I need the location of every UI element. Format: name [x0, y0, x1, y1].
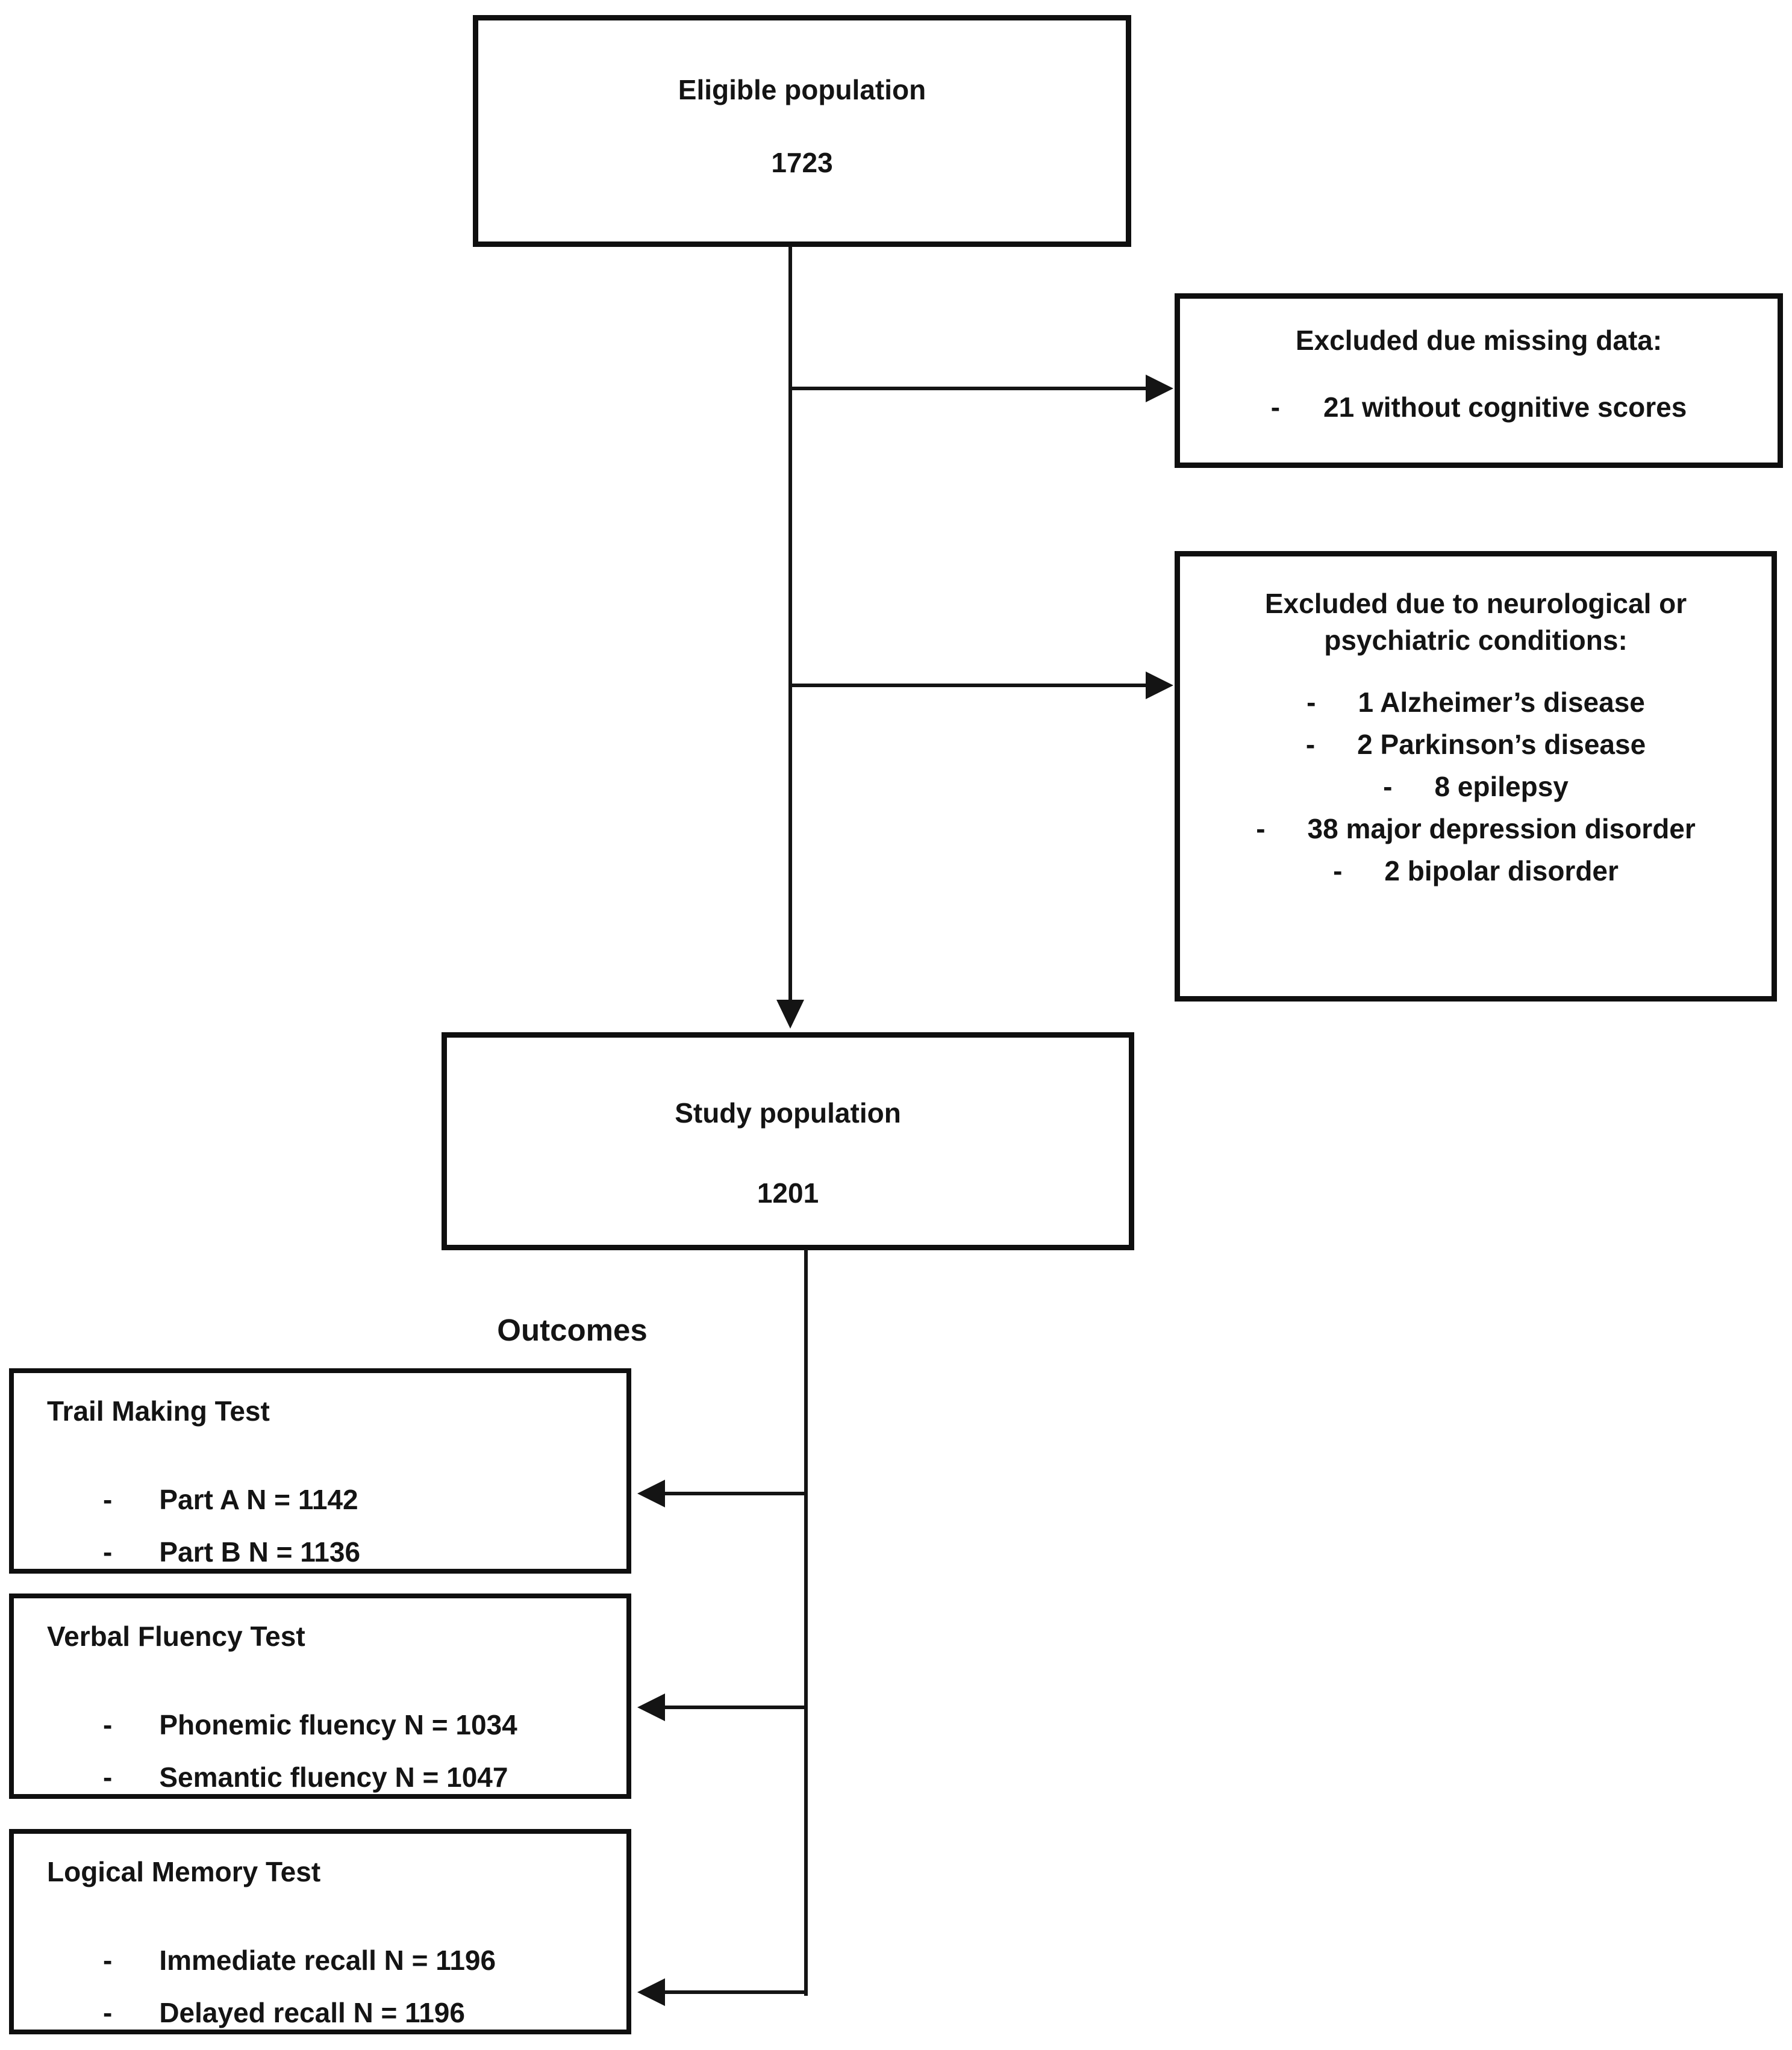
- connector-study-to-outcomes: [804, 1249, 808, 1996]
- bullet-dash: -: [103, 1536, 113, 1568]
- excluded-conditions-box: Excluded due to neurological or psychiat…: [1175, 551, 1777, 1002]
- connector-to-verbal-fluency: [665, 1706, 805, 1709]
- logical-memory-test-title: Logical Memory Test: [47, 1856, 321, 1887]
- excluded-conditions-item: - 8 epilepsy: [1256, 765, 1696, 808]
- logical-memory-test-item-text: Delayed recall N = 1196: [159, 1997, 465, 2029]
- bullet-dash: -: [103, 1709, 113, 1741]
- trail-making-test-box: Trail Making Test - Part A N = 1142 - Pa…: [9, 1368, 631, 1574]
- connector-to-trail-making: [665, 1492, 805, 1495]
- logical-memory-test-list: - Immediate recall N = 1196 - Delayed re…: [47, 1944, 614, 2030]
- excluded-conditions-item: - 2 bipolar disorder: [1256, 850, 1696, 892]
- excluded-conditions-item-text: 8 epilepsy: [1434, 771, 1569, 803]
- connector-to-excluded-conditions: [790, 684, 1147, 687]
- excluded-conditions-item: - 2 Parkinson’s disease: [1256, 723, 1696, 765]
- trail-making-test-title: Trail Making Test: [47, 1395, 270, 1427]
- verbal-fluency-test-title: Verbal Fluency Test: [47, 1621, 305, 1652]
- excluded-missing-title: Excluded due missing data:: [1295, 325, 1662, 356]
- trail-making-test-item-text: Part B N = 1136: [159, 1536, 361, 1568]
- excluded-conditions-title-line2: psychiatric conditions:: [1324, 624, 1628, 656]
- verbal-fluency-test-item-text: Phonemic fluency N = 1034: [159, 1709, 517, 1741]
- excluded-missing-item-text: 21 without cognitive scores: [1323, 391, 1687, 423]
- verbal-fluency-test-list: - Phonemic fluency N = 1034 - Semantic f…: [47, 1709, 614, 1794]
- study-population-title: Study population: [675, 1097, 901, 1129]
- logical-memory-test-item: - Delayed recall N = 1196: [47, 1996, 614, 2030]
- study-population-box: Study population 1201: [442, 1032, 1134, 1250]
- bullet-dash: -: [103, 1762, 113, 1793]
- eligible-population-title: Eligible population: [678, 74, 926, 105]
- excluded-conditions-item-text: 1 Alzheimer’s disease: [1358, 687, 1645, 718]
- bullet-dash: -: [103, 1484, 113, 1516]
- bullet-dash: -: [103, 1945, 113, 1977]
- bullet-dash: -: [1305, 729, 1316, 761]
- bullet-dash: -: [1383, 771, 1393, 803]
- verbal-fluency-test-item: - Phonemic fluency N = 1034: [47, 1709, 614, 1742]
- logical-memory-test-box: Logical Memory Test - Immediate recall N…: [9, 1829, 631, 2034]
- trail-making-test-list: - Part A N = 1142 - Part B N = 1136: [47, 1483, 614, 1569]
- verbal-fluency-test-box: Verbal Fluency Test - Phonemic fluency N…: [9, 1594, 631, 1799]
- excluded-missing-item: - 21 without cognitive scores: [1271, 391, 1687, 424]
- excluded-conditions-item: - 38 major depression disorder: [1256, 808, 1696, 850]
- verbal-fluency-test-item-text: Semantic fluency N = 1047: [159, 1762, 508, 1793]
- arrowhead-left-icon: [637, 1693, 665, 1721]
- connector-to-logical-memory: [665, 1990, 805, 1994]
- arrowhead-down-icon: [776, 1000, 804, 1029]
- excluded-conditions-item-text: 2 bipolar disorder: [1384, 855, 1619, 887]
- excluded-conditions-item: - 1 Alzheimer’s disease: [1256, 681, 1696, 723]
- outcomes-label: Outcomes: [497, 1313, 648, 1347]
- trail-making-test-item-text: Part A N = 1142: [159, 1484, 358, 1516]
- study-population-count: 1201: [757, 1177, 819, 1209]
- eligible-population-box: Eligible population 1723: [473, 15, 1131, 247]
- trail-making-test-item: - Part B N = 1136: [47, 1536, 614, 1569]
- arrowhead-right-icon: [1146, 671, 1173, 699]
- bullet-dash: -: [1333, 855, 1343, 887]
- connector-to-excluded-missing: [790, 387, 1147, 390]
- verbal-fluency-test-item: - Semantic fluency N = 1047: [47, 1761, 614, 1794]
- excluded-conditions-list: - 1 Alzheimer’s disease - 2 Parkinson’s …: [1256, 681, 1696, 892]
- bullet-dash: -: [1256, 813, 1266, 845]
- arrowhead-right-icon: [1146, 375, 1173, 402]
- logical-memory-test-item: - Immediate recall N = 1196: [47, 1944, 614, 1977]
- arrowhead-left-icon: [637, 1480, 665, 1507]
- bullet-dash: -: [1270, 391, 1281, 423]
- bullet-dash: -: [1307, 687, 1316, 718]
- excluded-missing-data-box: Excluded due missing data: - 21 without …: [1175, 293, 1783, 468]
- trail-making-test-item: - Part A N = 1142: [47, 1483, 614, 1516]
- arrowhead-left-icon: [637, 1978, 665, 2006]
- eligible-population-count: 1723: [771, 147, 833, 179]
- logical-memory-test-item-text: Immediate recall N = 1196: [159, 1945, 496, 1977]
- excluded-conditions-title-line1: Excluded due to neurological or: [1264, 588, 1687, 619]
- excluded-conditions-item-text: 2 Parkinson’s disease: [1357, 729, 1646, 761]
- excluded-conditions-item-text: 38 major depression disorder: [1307, 813, 1696, 845]
- connector-eligible-to-study: [788, 246, 792, 1000]
- bullet-dash: -: [103, 1997, 113, 2029]
